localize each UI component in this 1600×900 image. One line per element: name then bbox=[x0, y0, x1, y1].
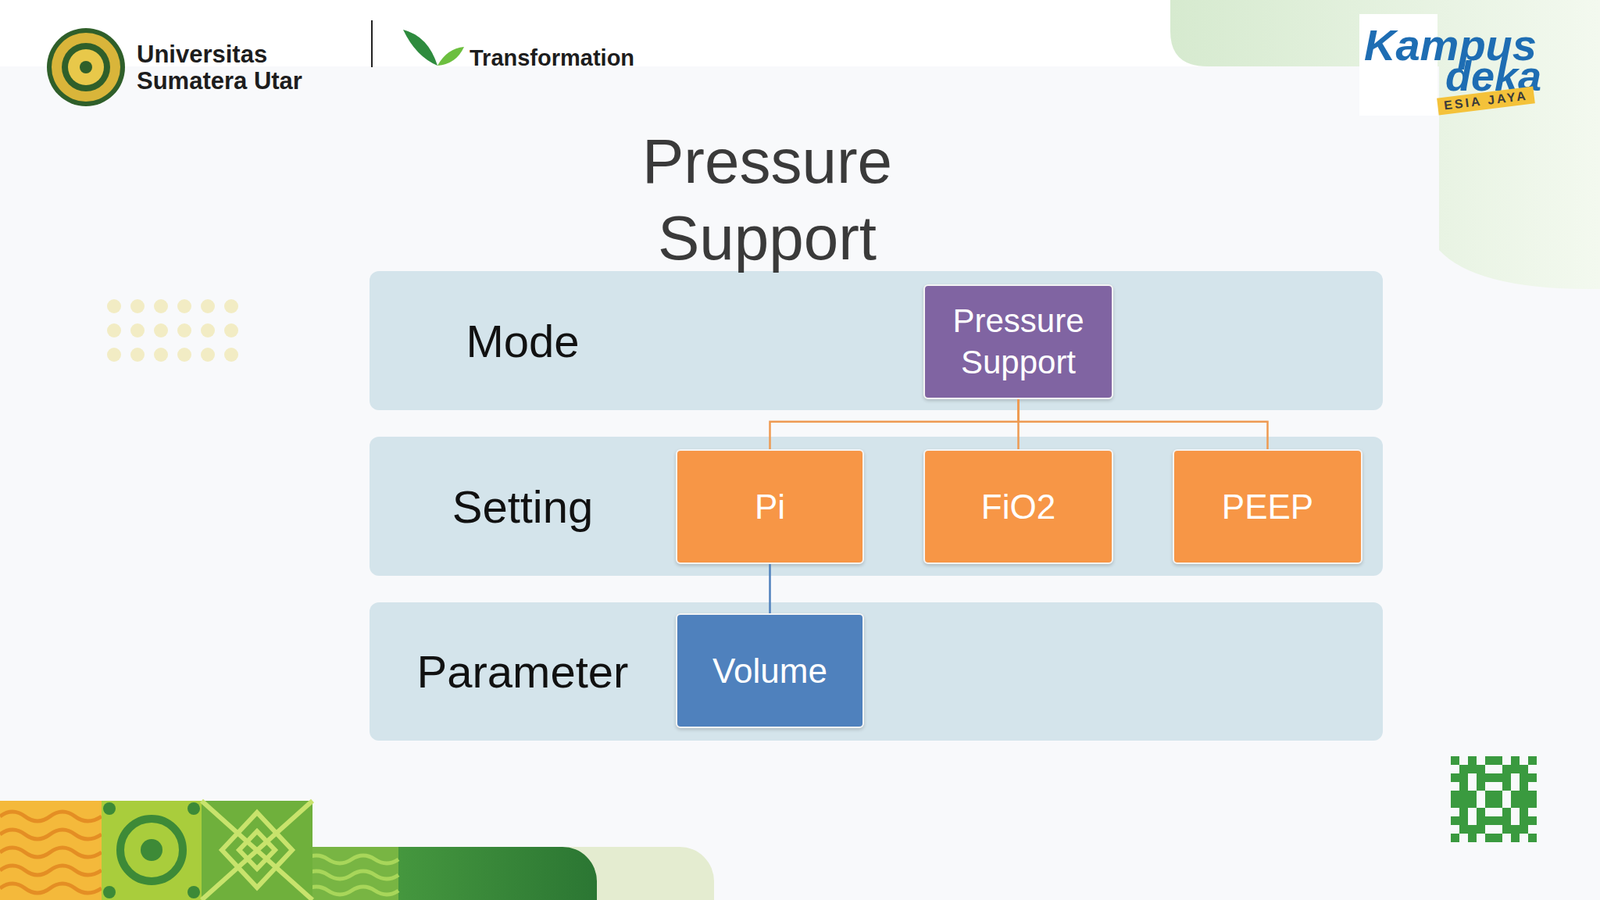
pixel-pattern bbox=[1450, 756, 1537, 843]
header-divider bbox=[371, 20, 373, 68]
band-label: Parameter bbox=[369, 602, 676, 741]
mode-box: Pressure Support bbox=[923, 284, 1114, 400]
institution-name: Sumatera Utar bbox=[136, 67, 303, 96]
band-label: Setting bbox=[369, 436, 676, 576]
leaf-icon bbox=[403, 29, 438, 66]
logo-ring bbox=[51, 32, 121, 102]
circle-pattern bbox=[103, 802, 200, 899]
pattern-tile bbox=[201, 800, 313, 900]
parameter-band: Parameter Volume bbox=[369, 602, 1383, 741]
pattern-tile bbox=[101, 800, 202, 900]
box-label: Pressure Support bbox=[925, 300, 1112, 383]
dot-grid bbox=[107, 299, 239, 362]
box-label: Volume bbox=[706, 649, 834, 693]
wave-pattern bbox=[0, 811, 102, 893]
setting-box: Pi bbox=[675, 449, 865, 565]
university-logo bbox=[46, 28, 125, 107]
footer-bar bbox=[296, 846, 597, 900]
program-name: Transformation bbox=[469, 45, 635, 72]
diamond-pattern bbox=[201, 800, 313, 900]
setting-band: Setting Pi FiO2 PEEP bbox=[369, 436, 1383, 576]
logo-ring bbox=[67, 49, 104, 86]
setting-box: PEEP bbox=[1172, 449, 1363, 565]
corner-shape bbox=[1170, 0, 1600, 290]
box-label: PEEP bbox=[1215, 485, 1320, 529]
leaf-icon bbox=[437, 46, 465, 66]
pattern-tile bbox=[0, 800, 102, 900]
box-label: Pi bbox=[748, 485, 792, 529]
box-label: FiO2 bbox=[975, 485, 1062, 529]
band-label: Mode bbox=[369, 271, 676, 411]
logo-ring bbox=[46, 28, 125, 107]
institution-name: Universitas bbox=[136, 40, 268, 69]
wave-pattern bbox=[304, 855, 399, 895]
logo-center bbox=[79, 60, 93, 74]
footer-bar bbox=[296, 846, 715, 900]
setting-box: FiO2 bbox=[923, 449, 1114, 565]
pattern-tile bbox=[304, 846, 399, 900]
logo-ring bbox=[61, 42, 111, 92]
slide-title: Pressure Support bbox=[610, 123, 924, 277]
mode-band: Mode Pressure Support bbox=[369, 271, 1383, 411]
parameter-box: Volume bbox=[675, 613, 865, 729]
